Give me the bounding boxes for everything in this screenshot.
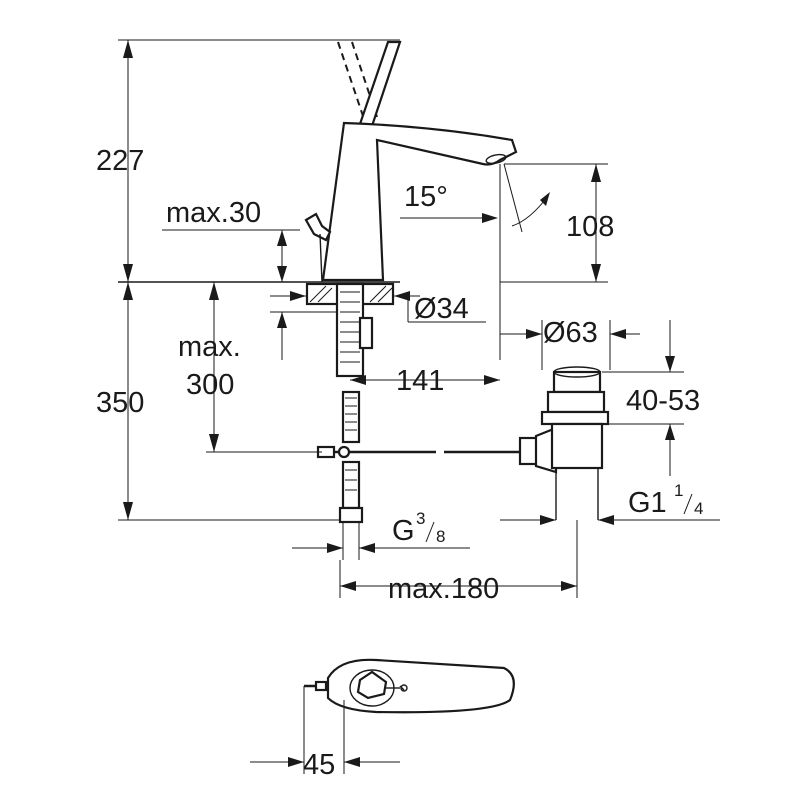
label-max180: max.180	[388, 573, 499, 605]
label-141: 141	[396, 365, 444, 397]
label-g1-num: 1	[674, 481, 683, 500]
label-g: G	[392, 515, 415, 547]
label-40-53: 40-53	[626, 385, 700, 417]
label-108: 108	[566, 211, 614, 243]
dim-spout-angle: 15°	[400, 163, 550, 360]
label-227: 227	[96, 145, 144, 177]
top-view	[304, 658, 515, 714]
label-15deg: 15°	[404, 181, 448, 213]
dim-pullrod-max: max.180	[339, 520, 578, 605]
label-g1-den: 4	[694, 499, 703, 518]
dim-waste-adjust: 40-53	[602, 320, 700, 476]
dim-connection-thread: G 3 8	[292, 509, 470, 560]
dim-spout-height: 108	[500, 163, 614, 283]
label-350: 350	[96, 387, 144, 419]
dim-hole-diameter: Ø34	[270, 291, 486, 325]
label-45: 45	[303, 749, 335, 781]
dim-pipe-max: max. 300	[178, 282, 336, 453]
label-300: 300	[186, 369, 234, 401]
label-g-den: 8	[436, 527, 445, 546]
dim-spout-reach: 141	[350, 365, 500, 397]
label-g1: G1	[628, 487, 667, 519]
dim-total-height: 227	[96, 39, 400, 282]
dim-waste-diameter: Ø63	[500, 317, 640, 370]
waste-assembly	[518, 366, 610, 520]
label-g-num: 3	[416, 509, 425, 528]
dim-counter-height: 350	[96, 282, 340, 521]
label-max: max.	[178, 331, 241, 363]
dim-lever-max: max.30	[162, 197, 300, 282]
mounting-section	[305, 282, 395, 524]
label-d63: Ø63	[543, 317, 598, 349]
faucet-body	[304, 40, 518, 283]
label-max30: max.30	[166, 197, 261, 229]
dim-top-width: 45	[250, 686, 400, 781]
pull-rod	[316, 445, 524, 459]
dim-waste-thread: G1 1 4	[500, 481, 720, 525]
label-d34: Ø34	[414, 293, 469, 325]
